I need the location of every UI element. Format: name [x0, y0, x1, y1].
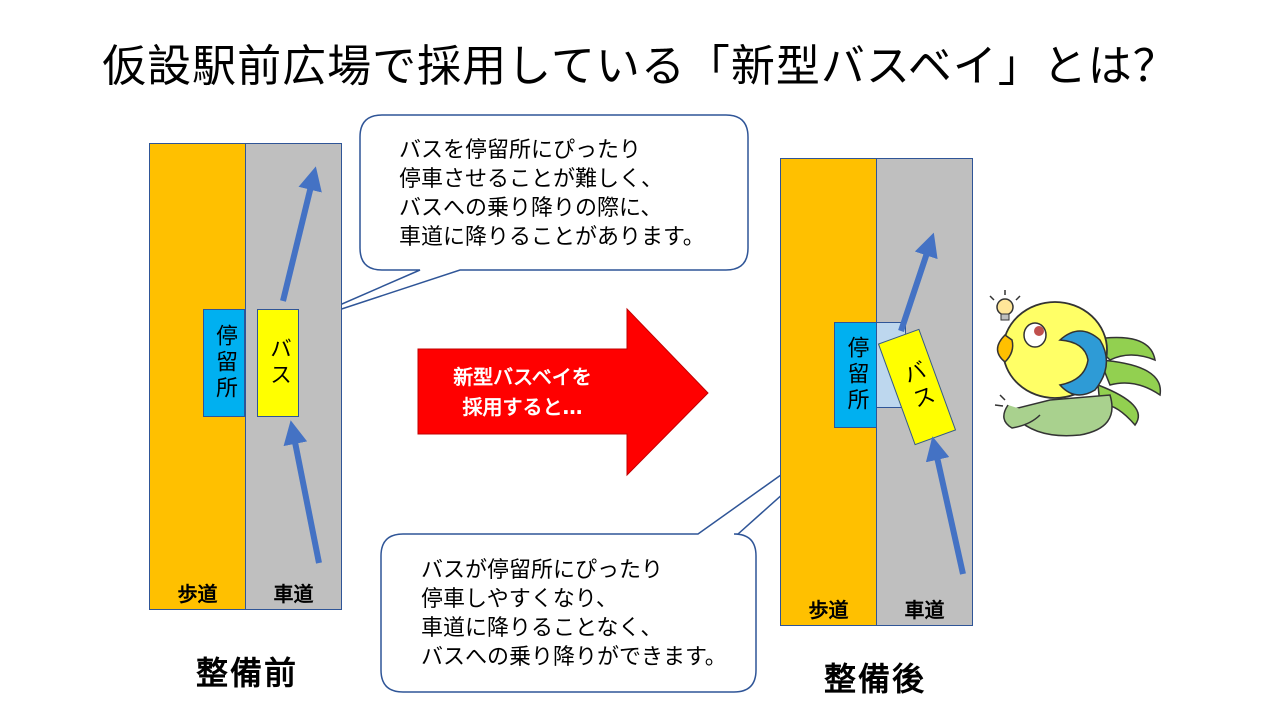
- before-bus-stop: 停留所: [203, 309, 245, 417]
- after-caption: 整備後: [824, 660, 927, 698]
- before-caption: 整備前: [196, 654, 299, 692]
- transition-arrow-shape: [417, 307, 709, 477]
- lightbulb-icon: [989, 290, 1021, 321]
- transition-arrow-label: 新型バスベイを 採用すると…: [418, 362, 627, 422]
- page-title: 仮設駅前広場で採用している「新型バスベイ」とは？: [102, 41, 1178, 92]
- after-roadway-label: 車道: [904, 598, 945, 622]
- before-roadway-label: 車道: [273, 582, 314, 606]
- before-bus: バス: [257, 309, 299, 417]
- before-arrow-lower: [283, 420, 322, 564]
- after-bus-stop: 停留所: [834, 322, 877, 428]
- after-callout-text: バスが停留所にぴったり 停車しやすくなり、 車道に降りることなく、 バスへの乗り…: [421, 558, 727, 670]
- transition-arrow-line2: 採用すると…: [462, 395, 583, 419]
- before-arrow-upper: [280, 166, 322, 302]
- before-callout-bubble: [295, 114, 749, 325]
- bird-mascot-icon: [994, 301, 1162, 437]
- after-callout-bubble: [380, 392, 897, 693]
- before-callout-text: バスを停留所にぴったり 停車させることが難しく、 バスへの乗り降りの際に、 車道…: [399, 138, 705, 250]
- after-sidewalk-label: 歩道: [808, 598, 849, 622]
- after-arrow-lower: [925, 436, 966, 575]
- transition-arrow-line1: 新型バスベイを: [453, 365, 592, 389]
- before-sidewalk-label: 歩道: [177, 582, 218, 606]
- after-arrow-upper: [898, 232, 938, 332]
